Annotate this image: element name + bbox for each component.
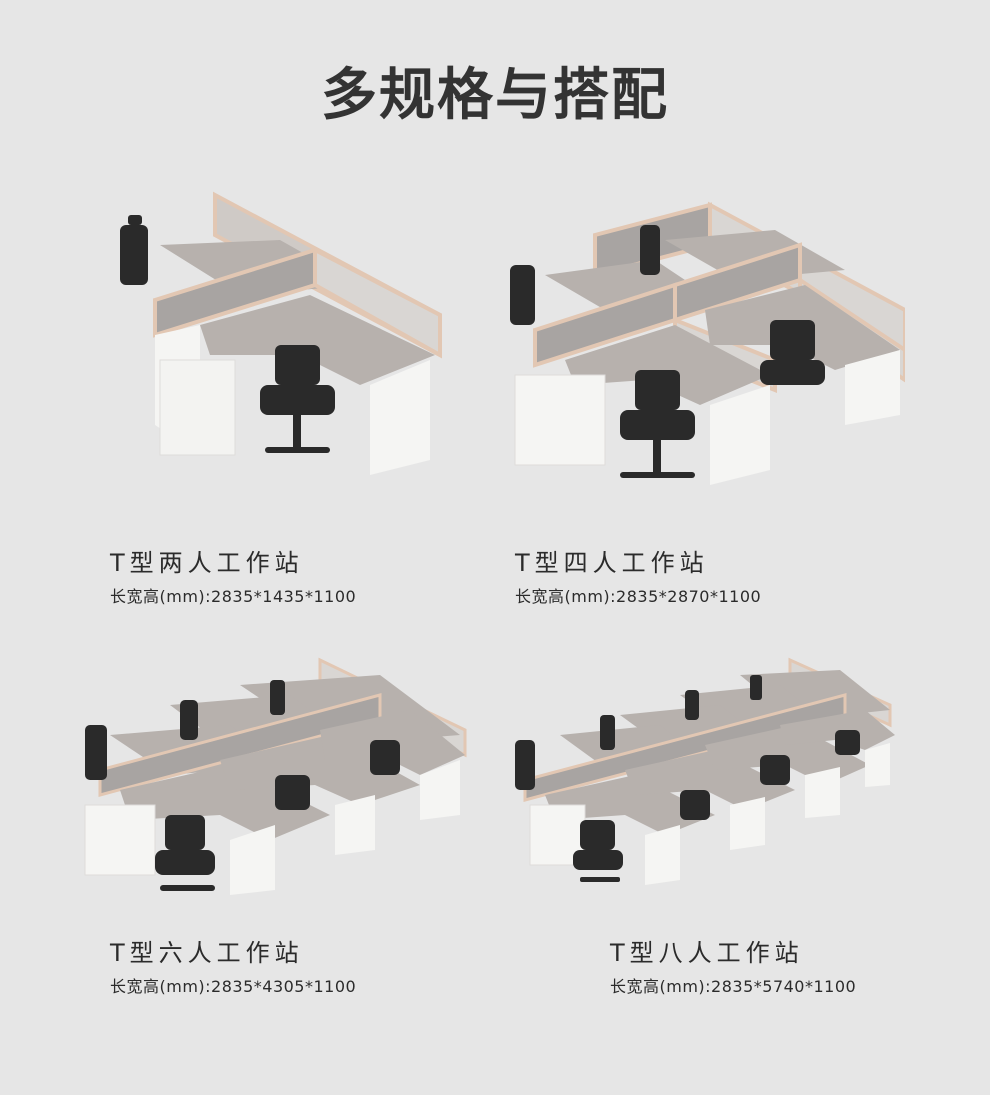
product-dimensions: 长宽高(mm):2835*1435*1100	[110, 587, 357, 606]
product-dimensions: 长宽高(mm):2835*5740*1100	[610, 977, 857, 996]
workstation-4-image	[510, 201, 905, 485]
product-name: T型六人工作站	[110, 939, 304, 967]
workstation-6-image	[84, 657, 467, 895]
product-card-six-person[interactable]: T型六人工作站 长宽高(mm):2835*4305*1100	[80, 655, 520, 1095]
product-name: T型八人工作站	[610, 939, 804, 967]
product-card-two-person[interactable]: T型两人工作站 长宽高(mm):2835*1435*1100	[100, 185, 540, 625]
product-dimensions: 长宽高(mm):2835*4305*1100	[110, 977, 357, 996]
product-card-eight-person[interactable]: T型八人工作站 长宽高(mm):2835*5740*1100	[505, 655, 945, 1095]
product-name: T型四人工作站	[515, 549, 709, 577]
product-name: T型两人工作站	[110, 549, 304, 577]
workstation-2-image	[120, 191, 442, 475]
workstation-8-image	[515, 657, 895, 885]
product-card-four-person[interactable]: T型四人工作站 长宽高(mm):2835*2870*1100	[505, 200, 945, 640]
product-dimensions: 长宽高(mm):2835*2870*1100	[515, 587, 762, 606]
page-title: 多规格与搭配	[321, 63, 669, 128]
